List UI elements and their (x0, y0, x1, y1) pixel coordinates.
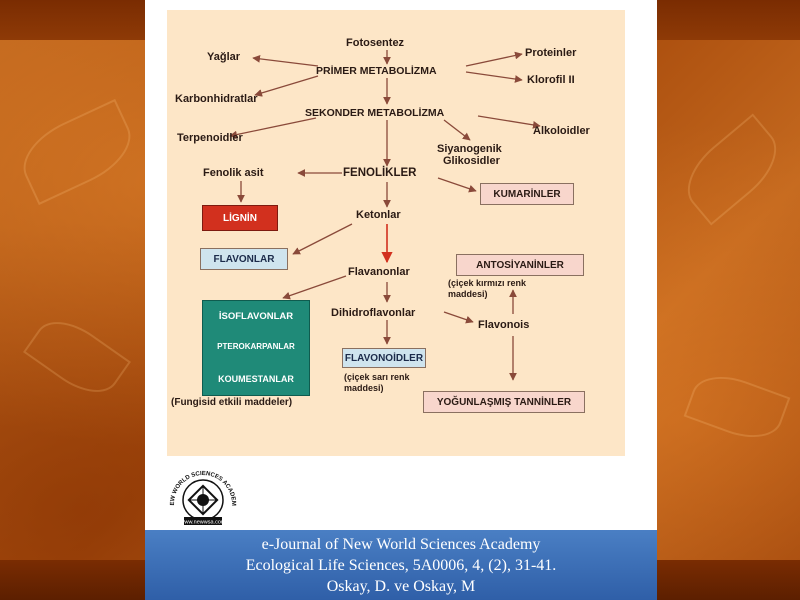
iso-item-koumestanlar: KOUMESTANLAR (218, 374, 294, 384)
node-dihidroflavonlar: Dihidroflavonlar (331, 307, 416, 319)
academy-logo: NEW WORLD SCIENCES ACADEMY www.newwsa.co… (164, 470, 236, 526)
iso-item-pterokarpanlar: PTEROKARPANLAR (217, 342, 295, 351)
box-tanninler: YOĞUNLAŞMIŞ TANNİNLER (423, 391, 585, 413)
iso-item-isoflavonlar: İSOFLAVONLAR (218, 311, 294, 322)
arrow (254, 75, 319, 97)
node-sekonder-metabolizma: SEKONDER METABOLİZMA (305, 107, 445, 119)
citation-line-3: Oskay, D. ve Oskay, M (326, 578, 476, 595)
box-flavonoidler: FLAVONOİDLER (342, 348, 426, 368)
note-flavonoid-line2: maddesi) (344, 383, 384, 393)
citation-footer: e-Journal of New World Sciences Academy … (145, 530, 657, 600)
note-flavonoid-line1: (çiçek sarı renk (344, 372, 410, 382)
arrow (465, 71, 523, 83)
arrow (465, 51, 523, 67)
node-fotosentez: Fotosentez (346, 37, 405, 49)
arrow (443, 119, 471, 141)
arrow (229, 117, 317, 139)
note-antosiyanin-line1: (çiçek kırmızı renk (448, 278, 527, 288)
node-alkoloidler: Alkoloidler (533, 125, 590, 137)
citation-line-1: e-Journal of New World Sciences Academy (261, 536, 541, 553)
node-klorofil: Klorofil II (527, 74, 575, 86)
box-lignin: LİGNİN (202, 205, 278, 231)
box-kumarinler: KUMARİNLER (480, 183, 574, 205)
node-primer-metabolizma: PRİMER METABOLİZMA (316, 65, 437, 77)
box-isoflavonlar-group: İSOFLAVONLAR PTEROKARPANLAR KOUMESTANLAR (202, 300, 310, 396)
note-antosiyanin-line2: maddesi) (448, 289, 488, 299)
arrow (292, 223, 353, 255)
node-yaglar: Yağlar (207, 51, 241, 63)
node-ketonlar: Ketonlar (356, 209, 401, 221)
node-fenolikler: FENOLİKLER (343, 167, 417, 179)
citation-line-2: Ecological Life Sciences, 5A0006, 4, (2)… (245, 557, 557, 574)
node-flavonois: Flavonois (478, 319, 530, 331)
node-proteinler: Proteinler (525, 47, 577, 59)
box-flavonlar: FLAVONLAR (200, 248, 288, 270)
box-antosiyaninler: ANTOSİYANİNLER (456, 254, 584, 276)
arrow (477, 115, 541, 129)
node-flavanonlar: Flavanonlar (348, 266, 410, 278)
arrow (437, 177, 477, 193)
arrow (252, 54, 319, 67)
node-terpenoidler: Terpenoidler (177, 132, 243, 144)
node-siyanogenik: Siyanogenik (437, 143, 502, 155)
arrow (443, 311, 474, 324)
node-fenolik-asit: Fenolik asit (203, 167, 264, 179)
node-fungisid: (Fungisid etkili maddeler) (171, 397, 293, 408)
logo-url: www.newwsa.com (180, 520, 226, 526)
arrow (282, 275, 347, 300)
node-karbonhidratlar: Karbonhidratlar (175, 93, 258, 105)
node-glikosidler: Glikosidler (443, 155, 500, 167)
